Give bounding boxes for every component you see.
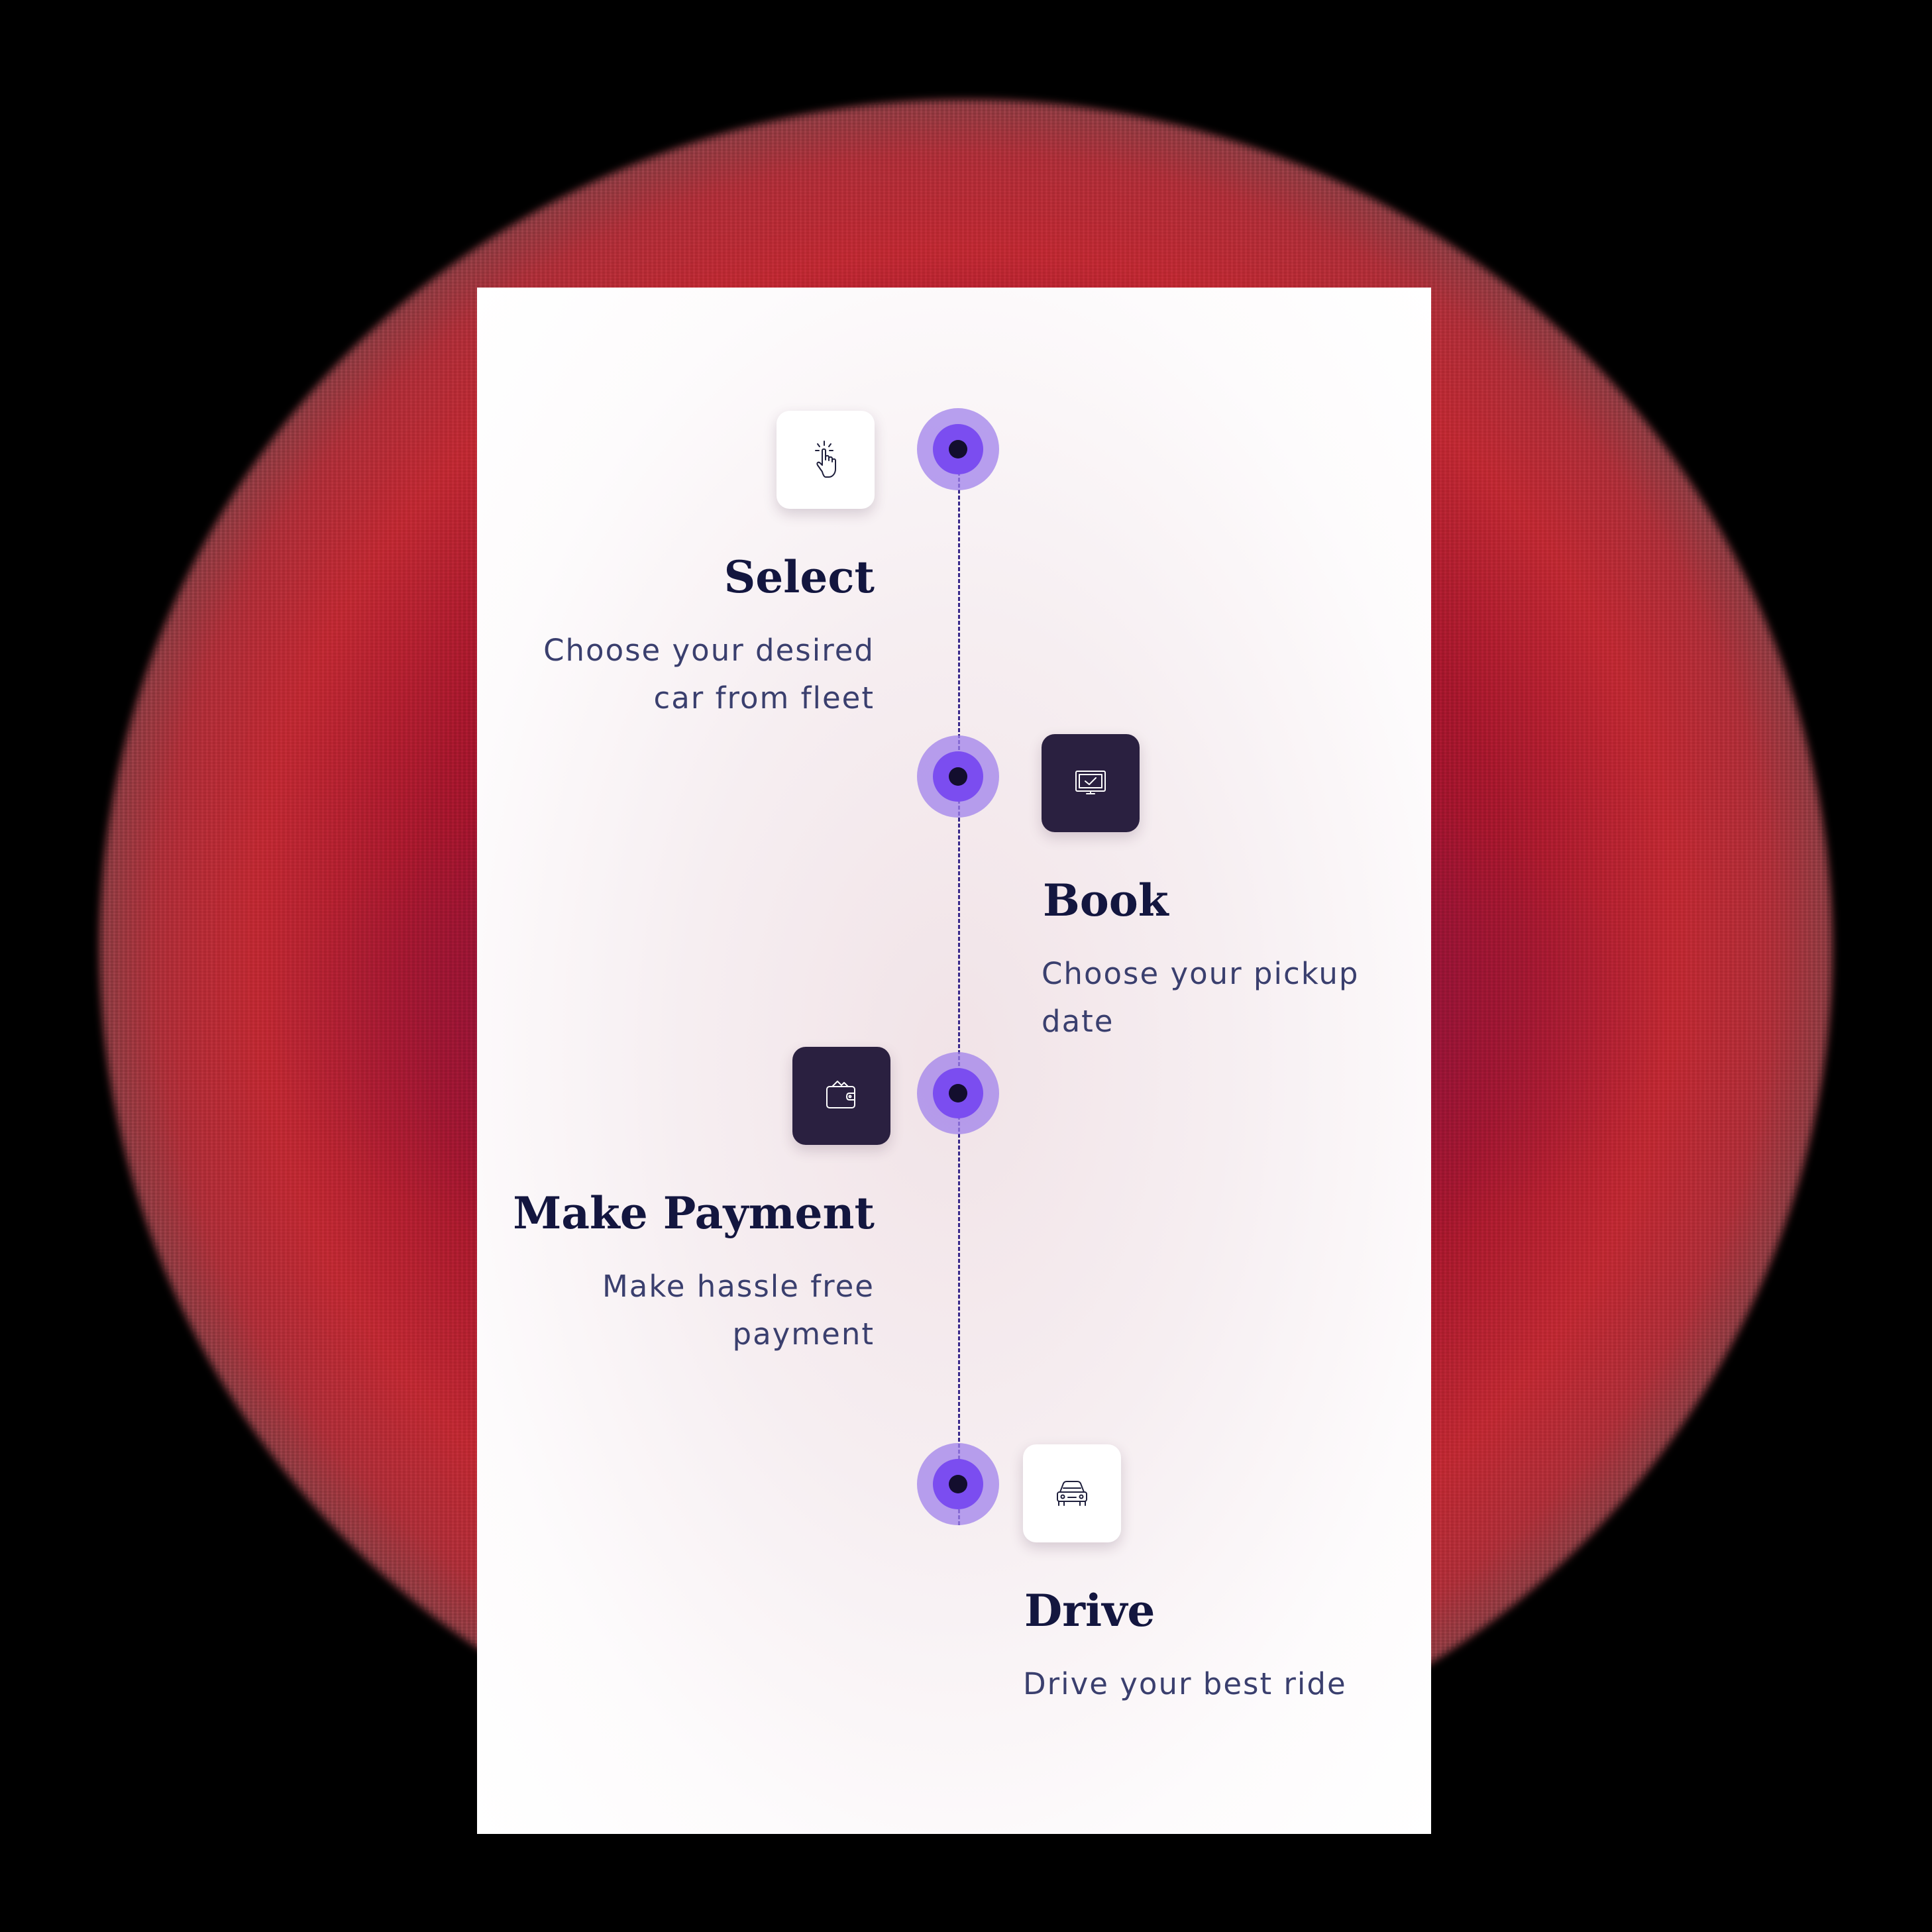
step-drive-description-line1: Drive your best ride xyxy=(1023,1666,1347,1701)
step-make-payment-icon-box xyxy=(792,1047,890,1145)
wallet-icon xyxy=(826,1081,855,1108)
laptop-check-icon xyxy=(1075,771,1106,794)
timeline-node-drive xyxy=(917,1443,999,1525)
car-icon xyxy=(1057,1481,1087,1506)
step-book-description: Choose your pickup date xyxy=(1042,950,1360,1046)
step-select-description: Choose your desired car from fleet xyxy=(543,627,875,722)
step-select-description-line2: car from fleet xyxy=(653,680,875,716)
step-book-description-line2: date xyxy=(1042,1004,1114,1039)
step-make-payment-title: Make Payment xyxy=(513,1187,875,1239)
step-drive-title: Drive xyxy=(1024,1585,1155,1637)
step-make-payment-description: Make hassle free payment xyxy=(602,1263,875,1358)
step-drive-description: Drive your best ride xyxy=(1023,1660,1347,1708)
timeline-line xyxy=(958,448,960,1525)
timeline-node-select xyxy=(917,408,999,490)
step-book-title: Book xyxy=(1043,875,1169,926)
timeline-node-make-payment xyxy=(917,1052,999,1134)
step-make-payment-description-line2: payment xyxy=(732,1316,875,1352)
step-select-title: Select xyxy=(724,551,875,603)
timeline-node-book xyxy=(917,735,999,818)
pointer-hand-icon xyxy=(815,441,836,478)
step-drive-icon-box xyxy=(1023,1444,1121,1542)
step-select-icon-box xyxy=(777,411,875,509)
step-make-payment-description-line1: Make hassle free xyxy=(602,1269,875,1304)
step-select-description-line1: Choose your desired xyxy=(543,633,875,668)
step-book-description-line1: Choose your pickup xyxy=(1042,956,1360,991)
step-book-icon-box xyxy=(1042,734,1140,832)
